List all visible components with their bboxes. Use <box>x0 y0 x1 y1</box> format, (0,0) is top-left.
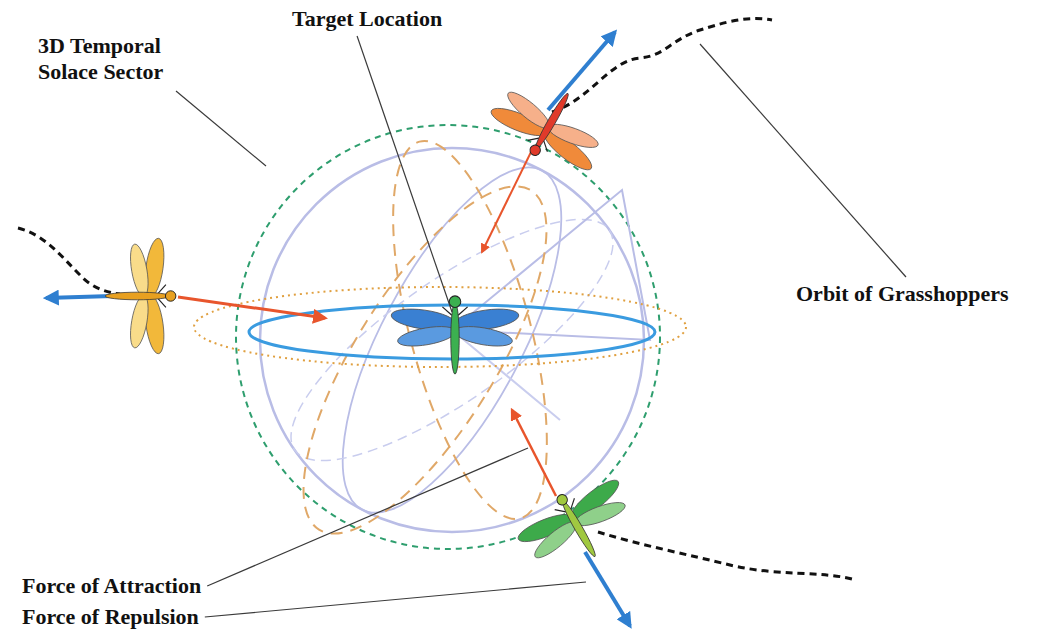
repulsion-arrow <box>585 552 630 626</box>
insect-wing <box>127 294 151 349</box>
attraction-arrow <box>482 150 532 252</box>
insect-body <box>559 499 598 559</box>
grasshopper-figure <box>482 64 619 184</box>
insect-leg <box>158 285 166 294</box>
callout-label: 3D Temporal Solace Sector <box>38 33 216 85</box>
grasshopper-figure <box>105 237 176 355</box>
insect-head <box>165 291 175 301</box>
attraction-arrow <box>512 410 556 496</box>
leader-group <box>176 36 906 617</box>
repulsion-arrow <box>548 32 615 110</box>
orbit-path <box>194 287 686 367</box>
callout-label: Target Location <box>292 6 442 32</box>
callout-label: Orbit of Grasshoppers <box>796 281 1009 307</box>
leader-line <box>207 448 528 586</box>
grasshopper-group <box>105 64 646 586</box>
grasshopper-figure <box>509 466 646 586</box>
leader-line <box>700 44 906 277</box>
insect-body <box>532 92 571 152</box>
insect-leg <box>458 307 467 315</box>
sphere-meridian <box>260 181 643 500</box>
insect-body <box>451 303 459 374</box>
insect-body <box>105 292 170 300</box>
insect-wing <box>127 243 151 298</box>
sphere-meridian <box>300 138 604 543</box>
repulsion-arrow <box>46 296 112 298</box>
flight-trail <box>18 228 120 294</box>
sector-boundary <box>236 125 660 549</box>
insect-leg <box>158 299 166 308</box>
flight-trail <box>598 532 856 580</box>
callout-label: Force of Attraction <box>22 573 201 599</box>
attraction-arrow <box>178 297 325 318</box>
leader-line <box>205 582 586 617</box>
leader-line <box>176 91 266 166</box>
sphere-outline <box>260 148 644 532</box>
insect-head <box>555 493 569 507</box>
insect-wing <box>396 323 457 350</box>
callout-label: Force of Repulsion <box>22 604 199 630</box>
leader-line <box>357 36 452 312</box>
grasshopper-figure <box>390 296 520 374</box>
insect-head <box>449 296 461 308</box>
insect-head <box>528 143 542 157</box>
insect-wing <box>453 323 514 350</box>
